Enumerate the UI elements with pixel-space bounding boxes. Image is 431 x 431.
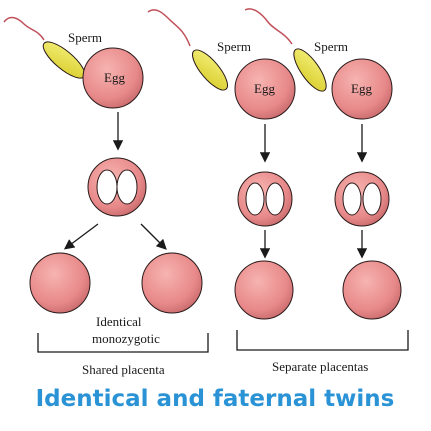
arrow-left-split-a: [63, 223, 99, 250]
sperm-head-mid: [192, 49, 228, 91]
egg-right: [331, 58, 393, 120]
nucleus-left-a: [96, 169, 118, 205]
twin-cell-right: [342, 260, 402, 320]
nucleus-right-a: [342, 182, 362, 216]
sperm-label-mid: Sperm: [217, 39, 251, 54]
fraternal-group-a: Sperm Egg: [147, 9, 296, 320]
monozygotic-label: monozygotic: [92, 331, 160, 346]
identical-label: Identical: [96, 314, 142, 329]
twin-cell-mid: [234, 260, 294, 320]
nucleus-left-b: [116, 169, 138, 205]
nucleus-mid-b: [265, 182, 285, 216]
identical-group: Sperm Egg Identical monozygotic Shared p…: [3, 16, 209, 377]
separate-placentas-label: Separate placentas: [272, 359, 368, 374]
nucleus-mid-a: [245, 182, 265, 216]
sperm-tail-left: [3, 16, 45, 41]
fraternal-group-b: Sperm Egg: [244, 8, 402, 320]
egg-label-left: Egg: [104, 70, 125, 85]
twin-cell-left-b: [141, 252, 203, 314]
separate-placentas-bracket: [236, 330, 409, 351]
shared-placenta-bracket: [37, 333, 209, 353]
sperm-label-left: Sperm: [68, 30, 102, 45]
sperm-tail-mid: [147, 9, 191, 47]
figure-caption: Identical and faternal twins: [36, 386, 395, 412]
egg-label-mid: Egg: [254, 81, 275, 96]
nucleus-right-b: [362, 182, 382, 216]
shared-placenta-label: Shared placenta: [82, 362, 165, 377]
egg-left: [82, 47, 144, 109]
egg-label-right: Egg: [351, 81, 372, 96]
arrow-left-split-b: [140, 223, 167, 250]
sperm-head-right: [293, 48, 327, 92]
egg-mid: [234, 58, 296, 120]
sperm-label-right: Sperm: [314, 39, 348, 54]
sperm-tail-right: [244, 8, 293, 45]
twin-cell-left-a: [29, 252, 91, 314]
